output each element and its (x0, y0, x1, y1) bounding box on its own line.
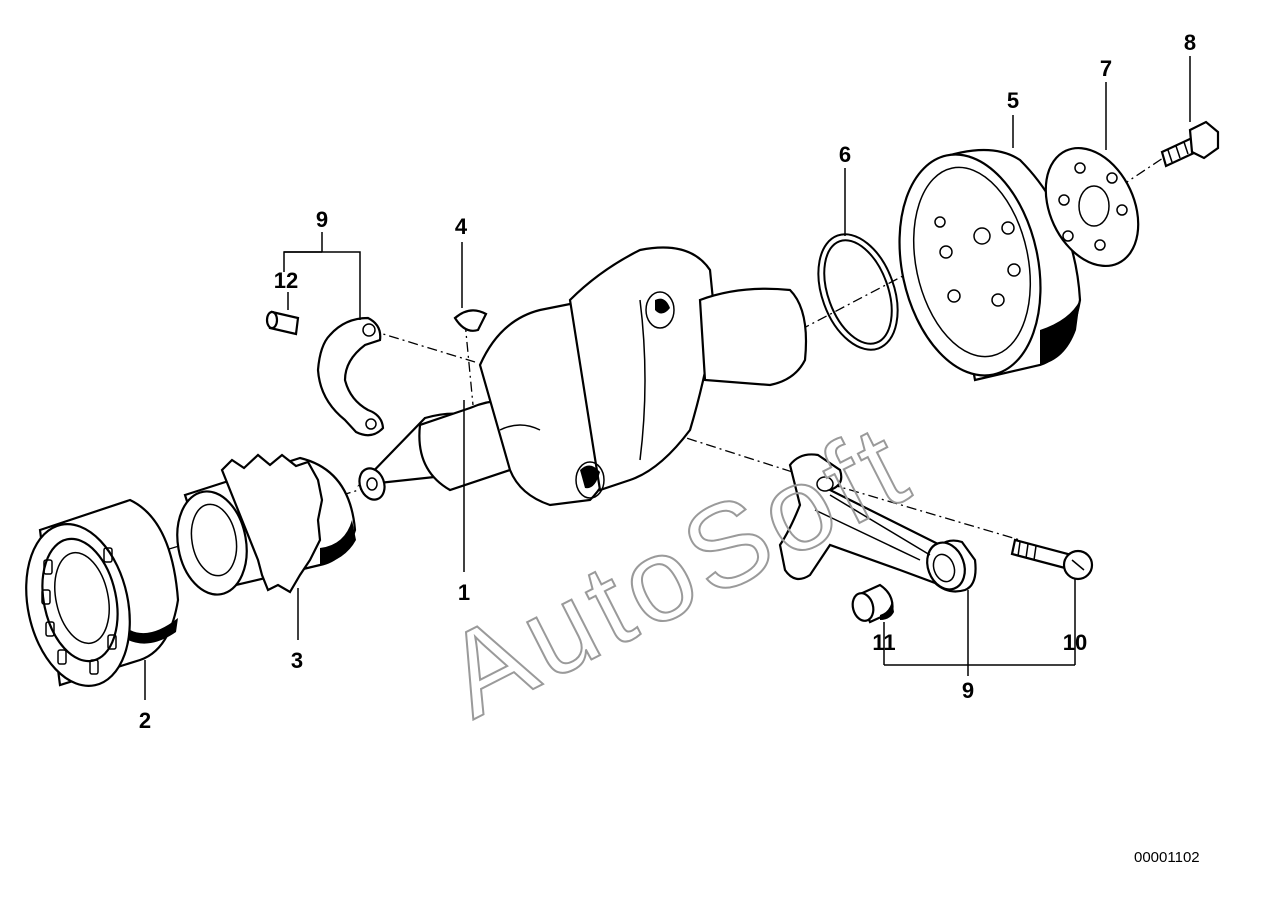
roller-bearing-part (25, 498, 180, 687)
callout-12: 12 (274, 268, 298, 293)
figure-reference-number: 00001102 (1134, 849, 1200, 866)
callout-6: 6 (839, 142, 851, 167)
rod-bolt-part (1010, 538, 1094, 581)
bushing-part (851, 583, 894, 624)
callout-5: 5 (1007, 88, 1019, 113)
sleeve-pin-part (265, 310, 300, 336)
callout-2: 2 (139, 708, 151, 733)
washer-plate-part (1044, 146, 1140, 268)
leader-lines (144, 56, 1191, 700)
callout-9-bottom: 9 (962, 678, 974, 703)
callout-10: 10 (1063, 630, 1087, 655)
callout-11: 11 (872, 630, 895, 655)
crankshaft-part (357, 246, 808, 507)
flywheel-part (898, 148, 1082, 382)
sprocket-part (176, 453, 357, 596)
callout-7: 7 (1100, 56, 1112, 81)
hex-bolt-part (1160, 120, 1220, 168)
callout-3: 3 (291, 648, 303, 673)
connecting-rod-part (778, 453, 977, 593)
callout-1: 1 (458, 580, 470, 605)
callout-4: 4 (455, 214, 468, 239)
callout-8: 8 (1184, 30, 1196, 55)
callout-9-top: 9 (316, 207, 328, 232)
bearing-cap-part (316, 316, 385, 437)
woodruff-key-part (453, 309, 488, 332)
o-ring-part (817, 233, 899, 351)
